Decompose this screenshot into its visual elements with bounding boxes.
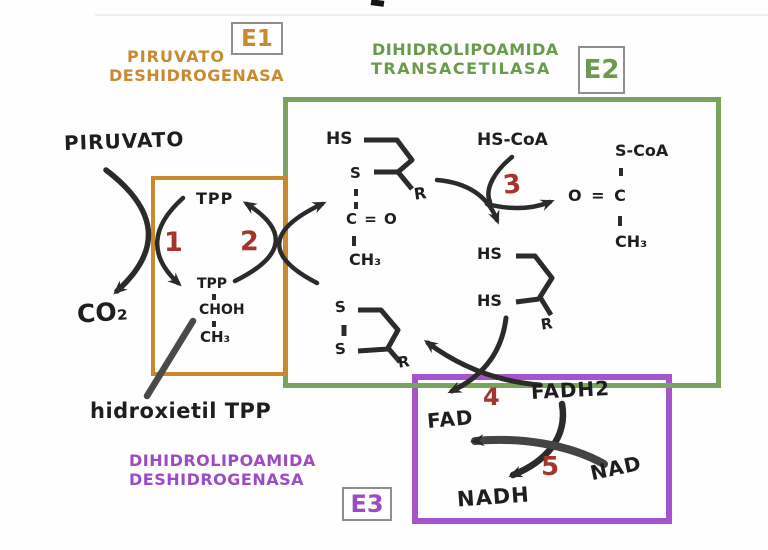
step-5: 5: [541, 452, 560, 482]
e3-region-box: [412, 374, 672, 524]
acetyl-lipoamide-s: S: [350, 164, 361, 182]
acetyl-lipoamide-hs: HS: [326, 129, 353, 149]
e1-region-box: [151, 176, 288, 376]
bond-acetyl-lipoamide-arm: [364, 137, 415, 191]
lipoamide-r: R: [396, 352, 411, 372]
fadh2-label: FADH2: [530, 375, 611, 405]
acetyl-coa-oc: O = C: [568, 186, 628, 205]
e2-tag: E2: [583, 55, 620, 85]
arrow-step4-dihydrolipoamide-to-fad: [447, 315, 509, 394]
step-2: 2: [240, 226, 259, 257]
acetyl-lipoamide-r: R: [412, 183, 428, 204]
hetpp-tpp: TPP: [197, 276, 228, 292]
arrow-piruvato-to-co2: [103, 167, 152, 295]
arrow-step1-tpp-cycle-left: [154, 195, 186, 287]
e1-tag-box: E1: [231, 22, 283, 55]
e1-name-line2: DESHIDROGENASA: [109, 66, 285, 85]
hs-coa-label: HS-CoA: [477, 130, 548, 150]
e2-tag-box: E2: [578, 46, 625, 94]
piruvato-label: PIRUVATO: [63, 126, 185, 156]
pointer-line-hidroxietil-tpp: [143, 317, 197, 400]
dihydrolipoamide-hs1: HS: [477, 244, 502, 263]
dihydrolipoamide-hs2: HS: [477, 291, 502, 310]
acetyl-coa-scoa: S-CoA: [615, 141, 669, 160]
lipoamide-s1: S: [334, 297, 347, 317]
arrow-hscoa-in: [486, 154, 515, 205]
e2-name-line1: DIHIDROLIPOAMIDA: [372, 40, 559, 59]
tpp-label: TPP: [196, 189, 234, 208]
arrow-acetyl-transfer-to-lipoamide: [277, 201, 327, 286]
arrow-nad-to-fad: [470, 434, 608, 468]
e3-tag-box: E3: [342, 487, 392, 521]
bond-dihydrolipoamide-arm: [515, 253, 555, 317]
arrow-step3-to-dihydrolipoamide: [434, 177, 500, 225]
arrow-step2-tpp-cycle-right: [232, 201, 278, 284]
hidroxietil-tpp-label: hidroxietil TPP: [90, 399, 272, 423]
acetyl-lipoamide-co: C = O: [346, 210, 398, 228]
ruled-line: [95, 14, 768, 16]
co2-label: CO₂: [76, 296, 129, 329]
bond-s-c-ch3-dashes: [352, 189, 358, 246]
arrow-to-acetyl-coa: [484, 199, 555, 211]
dihydrolipoamide-r: R: [539, 314, 554, 334]
step-3: 3: [501, 169, 523, 201]
e1-name-line1: PIRUVATO: [127, 47, 225, 66]
hetpp-choh: CHOH: [199, 302, 245, 318]
e3-name-line2: DESHIDROGENASA: [129, 470, 305, 489]
step-1: 1: [164, 227, 183, 258]
e3-tag: E3: [350, 490, 384, 518]
bond-lipoamide-disulfide-arm: [341, 307, 402, 364]
nadh-label: NADH: [456, 482, 531, 512]
acetyl-lipoamide-ch3: CH₃: [349, 250, 382, 269]
bond-acetyl-coa-dashes: [618, 168, 623, 226]
arrow-fadh2-to-lipoamide: [423, 340, 543, 388]
hetpp-ch3: CH₃: [200, 328, 231, 346]
e2-name-line2: TRANSACETILASA: [371, 59, 551, 78]
step-4: 4: [483, 383, 500, 411]
lipoamide-s2: S: [334, 339, 347, 359]
fad-label: FAD: [426, 405, 475, 433]
e1-tag: E1: [241, 25, 273, 52]
acetyl-coa-ch3: CH₃: [615, 232, 648, 251]
e3-name-line1: DIHIDROLIPOAMIDA: [129, 451, 316, 470]
